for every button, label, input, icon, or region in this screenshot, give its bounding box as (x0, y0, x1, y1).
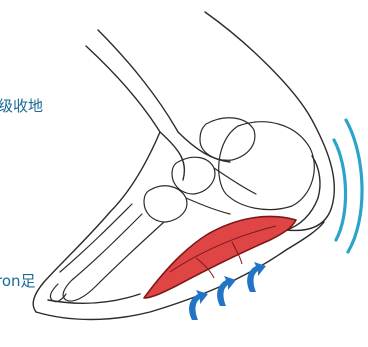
cuneiform-bone (144, 186, 187, 222)
up-arrow-icon (247, 262, 266, 292)
talus-bone (200, 118, 255, 161)
shin-front-line (86, 46, 184, 180)
caption-bottom: ron足 (0, 272, 36, 290)
bone-joint-line-2 (186, 198, 230, 214)
up-arrow-icon (189, 290, 208, 320)
leg-inner-line (98, 30, 230, 162)
sound-waves (334, 120, 362, 252)
up-arrow-icon (217, 276, 236, 306)
metatarsal-bones (63, 214, 164, 301)
wave-outer (346, 120, 362, 252)
caption-top: 级收地 (0, 97, 43, 115)
wave-inner (334, 140, 346, 240)
calf-back-line (205, 12, 334, 230)
calcaneus-bone (219, 122, 315, 210)
navicular-bone (172, 157, 215, 194)
